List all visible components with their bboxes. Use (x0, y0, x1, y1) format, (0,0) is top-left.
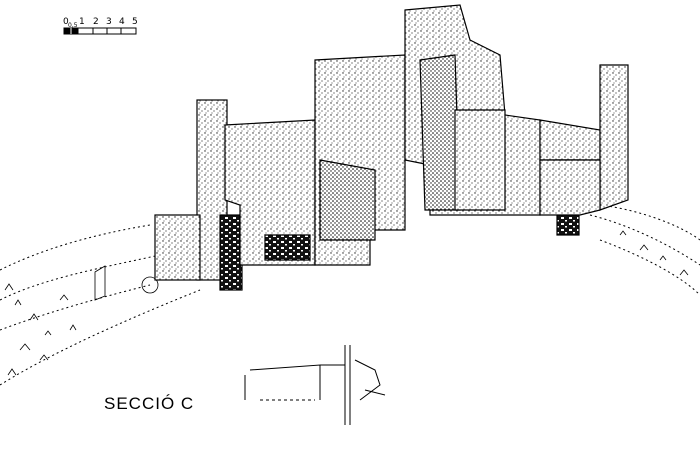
main-tower-face (419, 54, 461, 211)
scale-tick-3: 3 (106, 17, 112, 27)
scale-tick-4: 4 (119, 17, 125, 27)
scale-tick-2: 2 (93, 17, 99, 27)
keep-inner-face (319, 159, 376, 241)
scale-bar: 0 0,5 1 2 3 4 5 (63, 17, 138, 35)
scale-zero: 0 (63, 17, 69, 27)
right-low-wall (539, 159, 601, 216)
scale-tick-5: 5 (132, 17, 138, 27)
right-connecting-wall (539, 119, 601, 161)
scale-tick-1: 1 (79, 17, 85, 27)
central-brick-window (264, 234, 311, 261)
right-tower (599, 64, 629, 211)
castle-ruins (154, 4, 629, 291)
hill-vegetation (4, 230, 689, 376)
section-label: SECCIÓ C (104, 394, 194, 413)
main-tower-side (454, 109, 506, 211)
hill-outline (0, 204, 700, 386)
left-brick-section (219, 214, 243, 291)
plan-sketch (244, 345, 386, 425)
left-low-wall (154, 214, 201, 281)
scale-half: 0,5 (68, 22, 78, 29)
